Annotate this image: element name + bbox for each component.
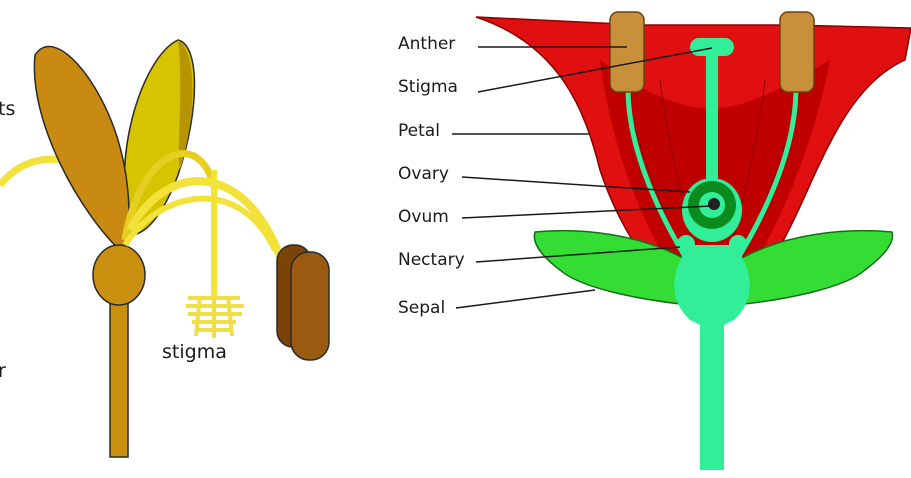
label-ovary: Ovary (398, 164, 449, 184)
stem (700, 300, 724, 470)
receptacle-knob (92, 244, 146, 306)
leader-ovary (461, 176, 691, 193)
label-nectary: Nectary (398, 250, 465, 270)
nectary-right (729, 235, 747, 253)
label-petal: Petal (398, 121, 440, 141)
label-ovum: Ovum (398, 207, 449, 227)
label-anther: Anther (398, 34, 455, 54)
leader-ovum (461, 205, 713, 219)
leader-nectary (475, 246, 681, 263)
light-petal-rim (178, 40, 193, 170)
sepal-right (734, 229, 894, 306)
nectary-left (677, 235, 695, 253)
right-flower-diagram: Anther Stigma Petal Ovary Ovum Nectary S… (398, 11, 911, 470)
leader-stigma (477, 47, 713, 93)
left-flower-diagram: ts stigma r (0, 39, 330, 458)
dark-petal (33, 45, 130, 257)
receptacle (674, 245, 750, 325)
feathery-stigma (186, 294, 244, 338)
anther-left (609, 11, 645, 93)
label-sepal: Sepal (398, 298, 445, 318)
flower-stalk (109, 289, 129, 458)
anther-right (779, 11, 815, 93)
stigma-right (690, 38, 734, 56)
label-partial-top: ts (0, 98, 15, 120)
leader-sepal (455, 289, 596, 309)
filament-curve-1 (121, 150, 219, 241)
ovum (708, 198, 720, 210)
hanging-anther (290, 251, 330, 361)
label-stigma-left: stigma (162, 341, 227, 363)
label-stigma: Stigma (398, 77, 458, 97)
style (706, 52, 718, 182)
label-partial-bottom: r (0, 360, 6, 382)
filament-curve-3 (122, 195, 278, 252)
